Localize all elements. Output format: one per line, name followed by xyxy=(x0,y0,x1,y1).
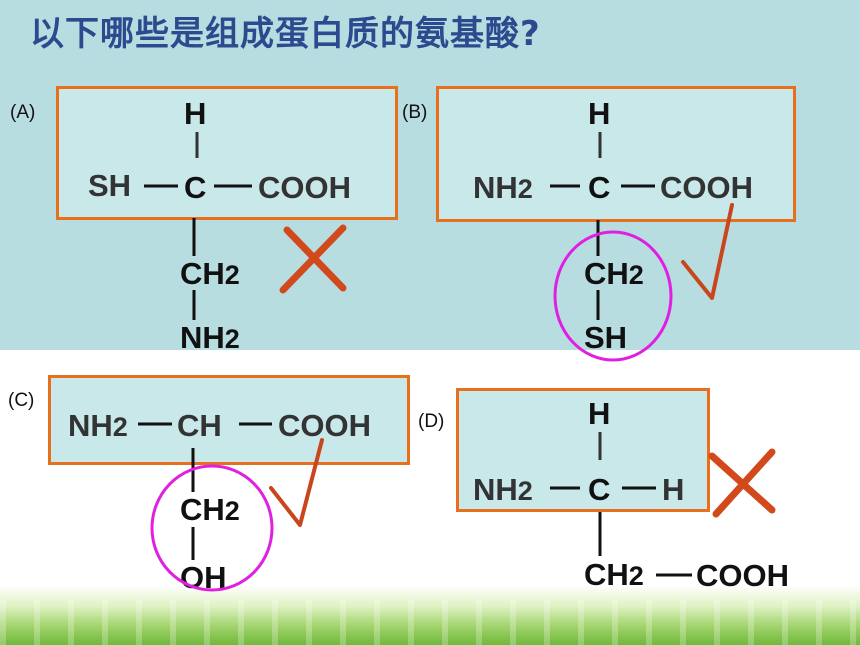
option-d-c: C xyxy=(588,472,611,507)
option-d-h-right: H xyxy=(662,472,685,507)
option-b-nh2: NH2 xyxy=(473,170,533,205)
option-b-label: (B) xyxy=(402,102,428,123)
option-a-label: (A) xyxy=(10,102,36,123)
option-d-box xyxy=(456,388,710,512)
option-b-cooh: COOH xyxy=(660,170,753,205)
decorative-green-band xyxy=(0,585,860,645)
option-a-sh: SH xyxy=(88,168,132,203)
option-d-nh2: NH2 xyxy=(473,472,533,507)
option-b-h: H xyxy=(588,96,611,131)
option-b-box xyxy=(436,86,796,222)
option-c-nh2: NH2 xyxy=(68,408,128,443)
option-d-cooh: COOH xyxy=(696,558,789,593)
side-chain-circle xyxy=(150,464,274,592)
option-b-ch2: CH2 xyxy=(584,256,644,291)
option-c-label: (C) xyxy=(8,390,35,411)
slide-title: 以下哪些是组成蛋白质的氨基酸? xyxy=(30,14,541,54)
decorative-bars xyxy=(0,600,860,645)
option-c-cooh: COOH xyxy=(278,408,371,443)
option-c-box xyxy=(48,375,410,465)
check-mark-icon xyxy=(269,438,324,527)
check-mark-icon xyxy=(681,203,734,300)
option-a-cooh: COOH xyxy=(258,170,351,205)
option-a-box xyxy=(56,86,398,220)
option-c-ch2: CH2 xyxy=(180,492,240,527)
option-a-c: C xyxy=(184,170,207,205)
option-a-nh2: NH2 xyxy=(180,320,240,355)
cross-mark-icon xyxy=(708,448,776,518)
side-chain-circle xyxy=(553,230,673,362)
option-c-oh: OH xyxy=(180,560,227,595)
option-b-c: C xyxy=(588,170,611,205)
option-d-ch2: CH2 xyxy=(584,557,644,592)
option-b-sh: SH xyxy=(584,320,628,355)
cross-mark-icon xyxy=(279,224,347,294)
option-c-ch: CH xyxy=(177,408,222,443)
option-d-label: (D) xyxy=(418,411,445,432)
option-a-ch2: CH2 xyxy=(180,256,240,291)
option-d-h-top: H xyxy=(588,396,611,431)
option-a-h: H xyxy=(184,96,207,131)
